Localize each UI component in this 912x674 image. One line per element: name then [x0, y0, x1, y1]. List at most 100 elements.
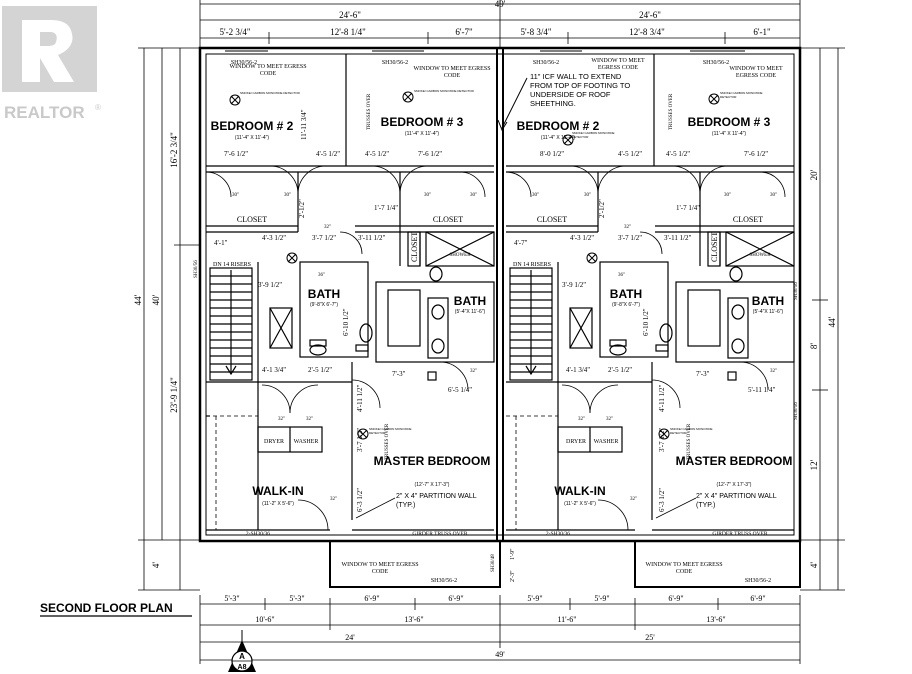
left-bath1-size: (9'-8"X 6'-7") — [310, 302, 338, 308]
right-bath1-label: BATH — [610, 287, 642, 301]
left-door-30c: 30" — [424, 193, 431, 198]
right-window-tag1: SH30/56-2 — [533, 60, 559, 66]
right-bedroom2-label: BEDROOM # 2 — [517, 119, 600, 133]
left-smoke2-fo: SMOKE/ CARBON MONOXIDE DETECTOR — [414, 90, 474, 93]
right-bedroom2-size: (11'-4" X 11'-4") — [541, 135, 576, 141]
left-door-32b: 32" — [306, 417, 313, 422]
sh-left: SH30/56 — [194, 260, 199, 278]
left-side-dimensions — [138, 47, 200, 591]
right-smoke-note1: SMOKE/ CARBON MONOXIDE DETECTOR — [572, 132, 615, 139]
dim-bot-r6: 13'-6" — [706, 615, 725, 624]
right-smoke-note3: SMOKE/ CARBON MONOXIDE DETECTOR — [670, 428, 713, 435]
right-stairs-label: DN 14 RISERS — [513, 262, 551, 268]
right-master-size: (12'-7" X 17'-3") — [717, 482, 752, 488]
left-dim-h10: 6'-5 1/4" — [448, 386, 472, 394]
left-dim-b2h: 11'-11 3/4" — [300, 109, 308, 140]
section-letter: A — [239, 652, 245, 661]
left-girder-note: GIRDER TRUSS OVER — [412, 531, 468, 537]
right-master-label: MASTER BEDROOM — [676, 454, 793, 468]
right-door-32a: 32" — [578, 417, 585, 422]
dim-top-overall: 49' — [495, 0, 506, 9]
right-trusses2: TRUSSES OVER — [687, 423, 692, 460]
smoke-detector-icon — [229, 94, 241, 106]
left-bath2-label: BATH — [454, 294, 486, 308]
left-bath2-size: (5'-4"X 11'-6") — [455, 309, 486, 315]
left-dim-h5: 3'-9 1/2" — [258, 281, 282, 289]
left-shower: SHOWER — [449, 253, 471, 258]
dim-bot-r4: 6'-9" — [750, 594, 765, 603]
icf-note-leader — [497, 77, 528, 132]
left-dim-b3w2: 4'-5 1/2" — [365, 150, 389, 158]
right-lower-window: 2-SH30/36 — [546, 531, 570, 537]
dim-right-outer: 44' — [827, 316, 837, 327]
left-smoke-note1: SMOKE/ CARBON MONOXIDE DETECTOR — [240, 92, 300, 95]
dim-top-right-seg3: 6'-1" — [753, 27, 771, 37]
left-window-tag2: SH30/56-2 — [382, 60, 408, 66]
partition-leaders — [355, 497, 697, 519]
left-window-bottom: WINDOW TO MEET EGRESS CODE — [341, 562, 419, 575]
left-dim-h3: 3'-7 1/2" — [312, 234, 336, 242]
realtor-watermark: REALTOR ® — [2, 6, 101, 122]
left-dryer: DRYER — [264, 439, 284, 445]
right-window-note1: WINDOW TO MEET EGRESS CODE — [591, 58, 645, 71]
left-dim-c1: 2'-1/2" — [298, 199, 306, 218]
left-window-note1: WINDOW TO MEET EGRESS CODE — [229, 64, 307, 77]
dim-bot-r5: 11'-6" — [557, 615, 576, 624]
left-bedroom2-size: (11'-4" X 11'-4") — [235, 135, 270, 141]
left-dim-h9: 7'-3" — [392, 370, 406, 378]
right-dim-b3w2: 4'-5 1/2" — [666, 150, 690, 158]
dim-top-right-seg1: 5'-8 3/4" — [520, 27, 551, 37]
left-dim-b2w: 7'-6 1/2" — [224, 150, 248, 158]
right-icf-note-fo: 11" ICF WALL TO EXTEND FROM TOP OF FOOTI… — [530, 72, 631, 108]
dim-right-b: 8' — [809, 343, 819, 350]
dim-left-bottom: 4' — [151, 562, 161, 569]
right-closet-b: CLOSET — [733, 215, 763, 224]
dim-bot-overall: 49' — [495, 650, 505, 659]
smoke-detector-icon — [402, 91, 414, 103]
right-door-32b: 32" — [606, 417, 613, 422]
dim-top-left-seg3: 6'-7" — [455, 27, 473, 37]
dim-left-outer: 44' — [133, 294, 143, 305]
right-icf-note: 11" ICF WALL TO EXTEND FROM TOP OF FOOTI… — [530, 72, 631, 108]
right-door-30c: 30" — [724, 193, 731, 198]
dim-right-d: 4' — [809, 562, 819, 569]
left-dim-h13: 6'-3 1/2" — [356, 488, 364, 512]
right-bedroom3-label: BEDROOM # 3 — [688, 115, 771, 129]
dim-bot-r2: 5'-9" — [594, 594, 609, 603]
left-door-30b: 30" — [284, 193, 291, 198]
smoke-detector-icon — [586, 252, 598, 264]
right-window-bottom: WINDOW TO MEET EGRESS CODE — [645, 562, 723, 575]
left-dims: 7'-6 1/2" 11'-11 3/4" 4'-5 1/2" 4'-5 1/2… — [214, 109, 477, 512]
left-master-label: MASTER BEDROOM — [374, 454, 491, 468]
left-dim-h12: 3'-7 1/2" — [356, 428, 364, 452]
smoke-detector-icon — [562, 134, 574, 146]
realtor-reg: ® — [95, 103, 101, 112]
dim-bot-l5: 10'-6" — [255, 615, 274, 624]
left-closet-a: CLOSET — [237, 215, 267, 224]
left-dim-b3w3: 7'-6 1/2" — [418, 150, 442, 158]
left-door-36: 36" — [318, 273, 325, 278]
left-partition-note: 2" X 4" PARTITION WALL (TYP.) — [396, 493, 477, 509]
right-side-dimensions — [800, 47, 845, 591]
right-window-note1-fo: WINDOW TO MEET EGRESS CODE — [591, 58, 645, 71]
realtor-brand: REALTOR — [4, 103, 85, 122]
smoke-detector-icon — [658, 428, 670, 440]
right-dim-h4: 3'-11 1/2" — [664, 234, 692, 242]
mid-dim2: 2'-3" — [510, 570, 516, 582]
right-bedroom3-size: (11'-4" X 11'-4") — [712, 131, 747, 137]
left-closet-v: CLOSET — [410, 232, 419, 262]
dim-top-left-seg2: 12'-8 1/4" — [330, 27, 366, 37]
sh-mid: SH30/48 — [491, 554, 496, 572]
right-closet-v: CLOSET — [710, 232, 719, 262]
left-dim-h1: 4'-1" — [214, 239, 228, 247]
right-partition-fo: 2" X 4" PARTITION WALL (TYP.) — [696, 493, 776, 509]
left-window-note2: WINDOW TO MEET EGRESS CODE — [413, 66, 491, 79]
dim-bot-left-total: 24' — [345, 633, 355, 642]
dim-top-left-seg1: 5'-2 3/4" — [219, 27, 250, 37]
left-stairs-label: DN 14 RISERS — [213, 262, 251, 268]
dim-top-left-half: 24'-6" — [339, 10, 361, 20]
right-dim-h8: 2'-5 1/2" — [608, 366, 632, 374]
left-door-32e: 32" — [324, 225, 331, 230]
left-window-bottom-fo: WINDOW TO MEET EGRESS CODE — [341, 562, 419, 575]
